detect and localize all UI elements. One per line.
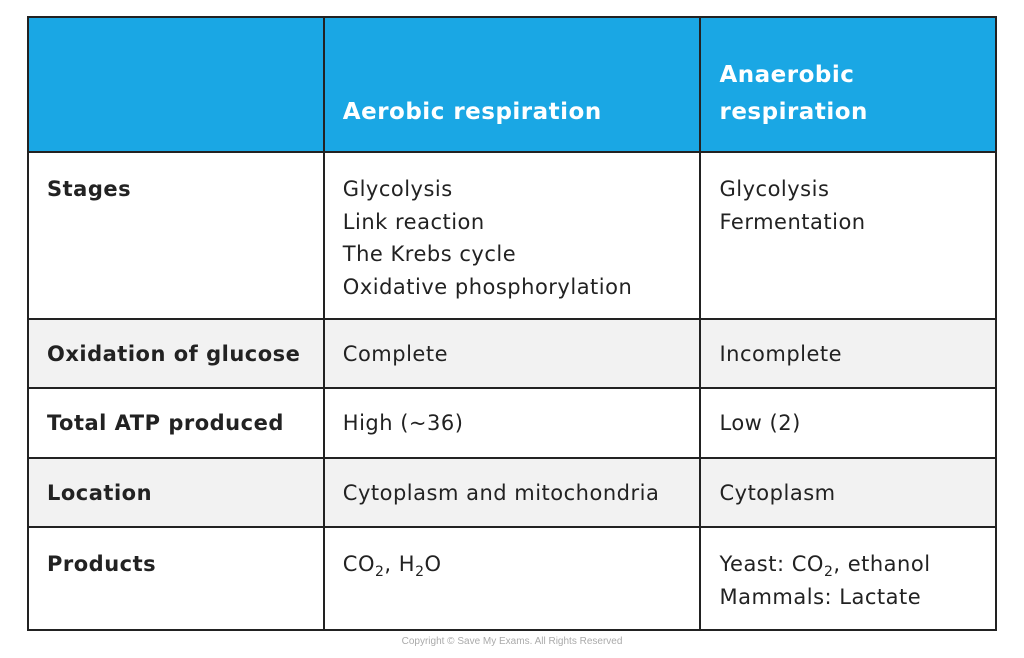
subscript: 2 <box>415 564 425 580</box>
cell-line: Glycolysis <box>719 173 995 206</box>
cell-line: Yeast: CO2, ethanol <box>719 548 995 581</box>
table-row: Oxidation of glucose Complete Incomplete <box>27 318 997 389</box>
cell-line: Mammals: Lactate <box>719 581 995 614</box>
cell-line: Low (2) <box>719 407 995 440</box>
cell-line: Oxidative phosphorylation <box>343 271 700 304</box>
row-label: Total ATP produced <box>27 387 325 459</box>
text-segment: , H <box>384 552 416 576</box>
cell-line: Incomplete <box>719 338 995 371</box>
cell-line: Aerobic respiration <box>342 99 602 125</box>
row-label: Products <box>27 526 325 631</box>
anaerobic-cell: Incomplete <box>699 318 997 389</box>
cell-line: Complete <box>343 338 700 371</box>
text-segment: , ethanol <box>833 552 931 576</box>
text-segment: Glycolysis <box>342 177 453 201</box>
text-segment: Oxidative phosphorylation <box>342 274 633 299</box>
text-segment: The Krebs cycle <box>342 242 517 266</box>
cell-line: Fermentation <box>719 206 995 239</box>
text-segment: Fermentation <box>719 209 866 234</box>
copyright-footer: Copyright © Save My Exams. All Rights Re… <box>401 636 623 647</box>
header-aerobic: Aerobic respiration <box>322 16 702 153</box>
cell-line: Cytoplasm and mitochondria <box>343 477 700 510</box>
header-anaerobic: Anaerobic respiration <box>699 16 997 153</box>
row-label: Stages <box>27 151 325 320</box>
cell-line: respiration <box>719 99 868 125</box>
text-segment: O <box>424 552 442 576</box>
cell-line: Link reaction <box>343 206 700 239</box>
subscript: 2 <box>823 564 834 580</box>
respiration-comparison-table: Aerobic respiration Anaerobic respiration… <box>27 16 997 631</box>
text-segment: Yeast: CO <box>719 552 824 576</box>
text-segment: Link reaction <box>342 209 485 234</box>
text-segment: Low (2) <box>719 411 801 435</box>
cell-line: Anaerobic <box>719 62 855 88</box>
subscript: 2 <box>375 564 385 580</box>
row-label: Oxidation of glucose <box>27 318 325 389</box>
table-row: Location Cytoplasm and mitochondria Cytopl… <box>27 457 997 528</box>
cell-line: The Krebs cycle <box>343 238 700 271</box>
table-row: Total ATP produced High (~36) Low (2) <box>27 387 997 459</box>
text-segment: Cytoplasm <box>719 481 836 505</box>
aerobic-cell: Cytoplasm and mitochondria <box>322 457 702 528</box>
cell-line: CO2, H2O <box>343 548 700 581</box>
text-segment: CO <box>342 552 375 576</box>
cell-line: High (~36) <box>343 407 700 440</box>
cell-line: Glycolysis <box>343 173 700 206</box>
header-row: Aerobic respiration Anaerobic respiration <box>27 16 997 153</box>
header-empty <box>27 16 325 153</box>
text-segment: Complete <box>342 342 449 366</box>
anaerobic-cell: Low (2) <box>699 387 997 459</box>
aerobic-cell: CO2, H2O <box>322 526 702 631</box>
cell-line: Cytoplasm <box>719 477 995 510</box>
aerobic-cell: Complete <box>322 318 702 389</box>
text-segment: Mammals: Lactate <box>719 584 922 609</box>
text-segment: High (~36) <box>342 411 464 435</box>
anaerobic-cell: Cytoplasm <box>699 457 997 528</box>
row-label: Location <box>27 457 325 528</box>
text-segment: Cytoplasm and mitochondria <box>342 481 660 505</box>
text-segment: Glycolysis <box>719 177 830 201</box>
text-segment: Incomplete <box>719 342 843 366</box>
aerobic-cell: High (~36) <box>322 387 702 459</box>
